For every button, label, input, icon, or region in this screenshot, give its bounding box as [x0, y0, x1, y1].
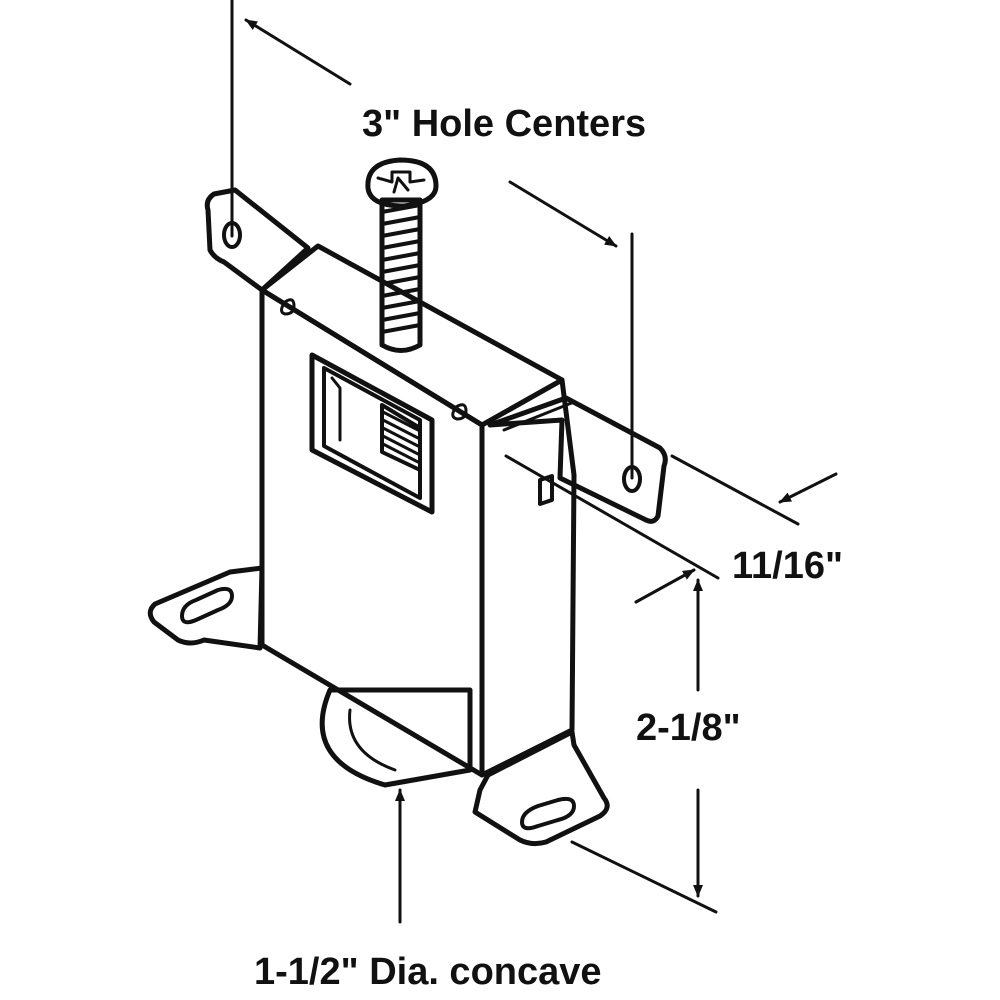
bottom-right-tab	[472, 729, 610, 847]
top-left-mounting-hole	[222, 221, 242, 249]
housing-front-face	[259, 287, 485, 778]
depth-label: 11/16"	[732, 545, 843, 587]
wheel-diameter-label: 1-1/2" Dia. concave	[254, 951, 602, 993]
adjustment-window	[309, 352, 435, 515]
rivet-right	[451, 403, 468, 421]
top-left-bracket-tab	[204, 187, 311, 293]
bottom-left-tab	[147, 565, 265, 651]
concave-wheel	[319, 687, 473, 788]
screw-shaft-lower	[380, 403, 422, 472]
dimension-height	[570, 578, 718, 914]
dimension-hole-centers	[230, 0, 634, 480]
roller-assembly-drawing	[147, 157, 668, 847]
dimension-depth	[504, 454, 838, 604]
housing-top-face	[259, 243, 565, 428]
rivet-left	[280, 298, 296, 316]
top-right-mounting-hole	[622, 465, 642, 493]
hole-centers-label: 3" Hole Centers	[362, 103, 646, 145]
height-label: 2-1/8"	[636, 707, 741, 749]
screw-head	[365, 157, 439, 209]
adjustment-screw	[365, 157, 439, 353]
top-right-bracket-tab	[487, 395, 668, 524]
